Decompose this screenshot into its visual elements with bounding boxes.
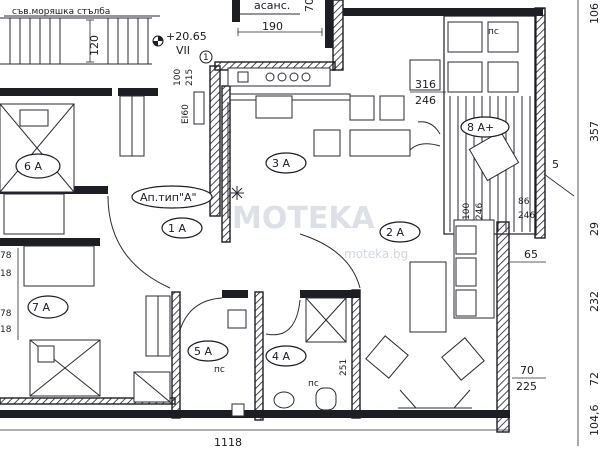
room-3a-label: 3 A [272, 157, 290, 170]
bottom-dim: 1118 [0, 429, 510, 449]
room-8a-label: 8 A+ [467, 121, 494, 134]
stair-area: 120 съв.моряшка стълба [0, 7, 160, 65]
dim-65: 65 [524, 248, 538, 261]
dim-215: 215 [185, 69, 195, 86]
axis-number: 1 [203, 53, 209, 63]
dim-190: 190 [262, 20, 283, 33]
dim-246-a: 246 [415, 94, 436, 107]
dim-316: 316 [415, 78, 436, 91]
dim-18-a: 18 [0, 269, 12, 279]
pc-note-a: пс [488, 27, 499, 37]
dining-chairs [365, 335, 485, 409]
balcony-8a: 8 A+ пс 86 246 [443, 15, 537, 235]
room-5a-label: 5 A [194, 345, 212, 358]
room-7a: 7 A [23, 245, 101, 397]
stair-note: съв.моряшка стълба [12, 7, 110, 17]
dim-1118: 1118 [214, 436, 242, 449]
wc-5a: 5 A пс [179, 297, 247, 417]
dim-246-c: 246 [518, 211, 535, 221]
dim-225: 225 [516, 380, 537, 393]
lift-note: асанс. [254, 0, 290, 12]
bath-4a: 4 A 251 пс [265, 297, 349, 411]
room-6a: 6 A [0, 103, 75, 235]
dim-357: 357 [588, 121, 600, 142]
dim-251: 251 [339, 359, 349, 376]
dim-72: 72 [588, 372, 600, 386]
room-1a-label: 1 A [168, 222, 186, 235]
sofa [453, 219, 495, 319]
dim-100-b: 100 [462, 203, 472, 220]
dim-5: 5 [552, 158, 559, 171]
dim-18-b: 18 [0, 325, 12, 335]
ei60-label: EI60 [181, 104, 191, 124]
dim-29: 29 [588, 222, 600, 236]
room-4a-label: 4 A [272, 350, 290, 363]
dim-86: 86 [518, 197, 530, 207]
wardrobe-7a [133, 371, 171, 403]
room-7a-label: 7 A [32, 301, 50, 314]
dim-100-a: 100 [173, 69, 183, 86]
right-dims: 106 357 29 232 72 104,6 5 65 70 225 [510, 0, 600, 446]
elevation-marker: +20.65 [152, 30, 207, 47]
dim-232: 232 [588, 291, 600, 312]
axis-label: VII [176, 44, 190, 57]
elevation-text: +20.65 [166, 30, 207, 43]
room-6a-label: 6 A [24, 160, 42, 173]
dim-78-a: 78 [0, 251, 12, 261]
living-2a: 100 246 2 A [365, 203, 495, 409]
room-2a-label: 2 A [386, 226, 404, 239]
dim-120: 120 [88, 35, 101, 56]
window-left-1 [119, 95, 145, 157]
side-dims-left: 78 18 78 18 [0, 248, 19, 340]
watermark-url: moteka.bg [344, 247, 408, 261]
window-left-2 [145, 295, 171, 357]
watermark-logo: MOTEKA [232, 201, 376, 236]
dim-104-6: 104,6 [588, 405, 600, 437]
kitchen-3a: 3 A 316 246 [227, 59, 446, 218]
watermark: MOTEKA moteka.bg [232, 201, 408, 261]
lift-shaft: асанс. 70 190 [232, 0, 333, 48]
pc-note-b: пс [214, 365, 225, 375]
dim-78-b: 78 [0, 309, 12, 319]
dim-106: 106 [588, 3, 600, 24]
dim-70-top: 70 [303, 0, 316, 12]
stair-treads [9, 18, 149, 64]
walls [0, 0, 546, 433]
dim-246-b: 246 [475, 203, 485, 220]
apartment-type-tag: Ап.тип"A" [131, 185, 213, 209]
hall-1a: 1 A Ап.тип"A" EI60 100 215 [107, 69, 361, 289]
pc-note-c: пс [308, 379, 319, 389]
apartment-type-label: Ап.тип"A" [140, 191, 197, 204]
axis-circle: 1 [199, 50, 213, 64]
dim-70: 70 [520, 364, 534, 377]
